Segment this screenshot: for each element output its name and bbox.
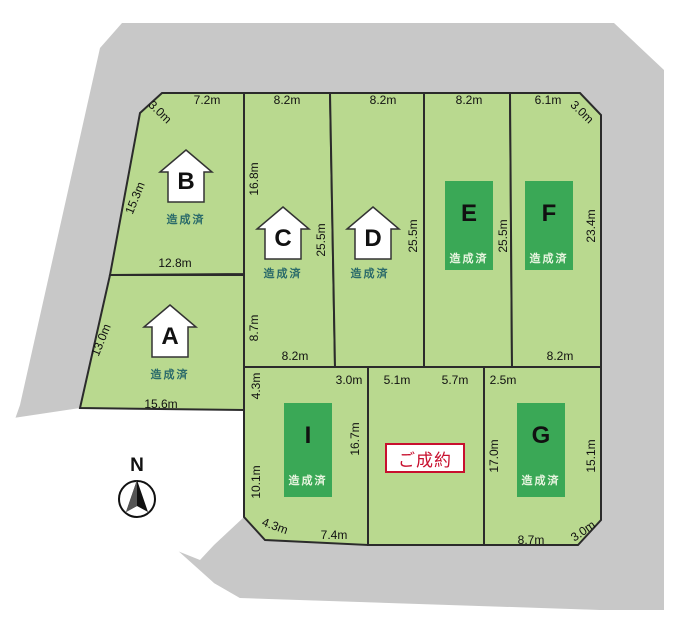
- house-icon: [344, 206, 402, 260]
- dim-G-bottom: 8.7m: [517, 533, 545, 547]
- house-icon: [254, 206, 312, 260]
- status-label-G: 造成済: [521, 475, 561, 487]
- lot-marker-G: [517, 403, 565, 497]
- dim-B-top: 7.2m: [193, 93, 221, 107]
- dim-I-left: 10.1m: [249, 465, 263, 499]
- dim-C-left-lower: 8.7m: [247, 314, 261, 342]
- dim-I-top: 3.0m: [335, 373, 363, 387]
- road-edge: [200, 560, 252, 598]
- status-label-C: 造成済: [263, 268, 303, 280]
- lot-letter-B: B: [177, 168, 195, 195]
- lot-marker-I: [284, 403, 332, 497]
- lot-letter-C: C: [274, 225, 292, 252]
- dim-F-right: 23.4m: [584, 209, 598, 243]
- lot-letter-I: I: [304, 422, 312, 449]
- lot-letter-F: F: [541, 200, 557, 227]
- dim-E-right: 25.5m: [496, 219, 510, 253]
- dim-D-top: 8.2m: [369, 93, 397, 107]
- lot-letter-D: D: [364, 225, 382, 252]
- north-label: N: [130, 455, 144, 476]
- entrance-area: [0, 408, 244, 560]
- house-icon: [157, 149, 215, 203]
- lot-marker-E: [445, 181, 493, 270]
- status-label-A: 造成済: [150, 369, 190, 381]
- dim-B-bottom: 12.8m: [158, 256, 192, 270]
- dim-G-left: 17.0m: [487, 439, 501, 473]
- contracted-stamp-label: ご成約: [398, 450, 452, 470]
- dim-G-top: 2.5m: [489, 373, 517, 387]
- dim-H-top-right: 5.7m: [441, 373, 469, 387]
- dim-I-bottom: 7.4m: [320, 528, 348, 542]
- dim-C-right: 25.5m: [314, 223, 328, 257]
- dim-C-top: 8.2m: [273, 93, 301, 107]
- dim-G-right: 15.1m: [584, 439, 598, 473]
- lot-marker-F: [525, 181, 573, 270]
- north-arrow-icon: [118, 480, 156, 518]
- dim-I-left-top: 4.3m: [249, 372, 263, 400]
- status-label-E: 造成済: [449, 253, 489, 265]
- contracted-stamp: ご成約: [385, 443, 465, 473]
- dim-D-right: 25.5m: [406, 219, 420, 253]
- dim-E-top: 8.2m: [455, 93, 483, 107]
- lot-letter-A: A: [161, 323, 179, 350]
- status-label-B: 造成済: [166, 214, 206, 226]
- lot-letter-G: G: [531, 422, 551, 449]
- dim-F-top: 6.1m: [534, 93, 562, 107]
- lot-letter-E: E: [460, 200, 478, 227]
- house-icon: [141, 304, 199, 358]
- status-label-D: 造成済: [350, 268, 390, 280]
- dim-C-bottom: 8.2m: [281, 349, 309, 363]
- status-label-F: 造成済: [529, 253, 569, 265]
- dim-I-right: 16.7m: [348, 422, 362, 456]
- dim-F-bottom: 8.2m: [546, 349, 574, 363]
- status-label-I: 造成済: [288, 475, 328, 487]
- dim-H-top-left: 5.1m: [383, 373, 411, 387]
- dim-A-bottom: 15.6m: [144, 397, 178, 411]
- dim-C-left-upper: 16.8m: [247, 162, 261, 196]
